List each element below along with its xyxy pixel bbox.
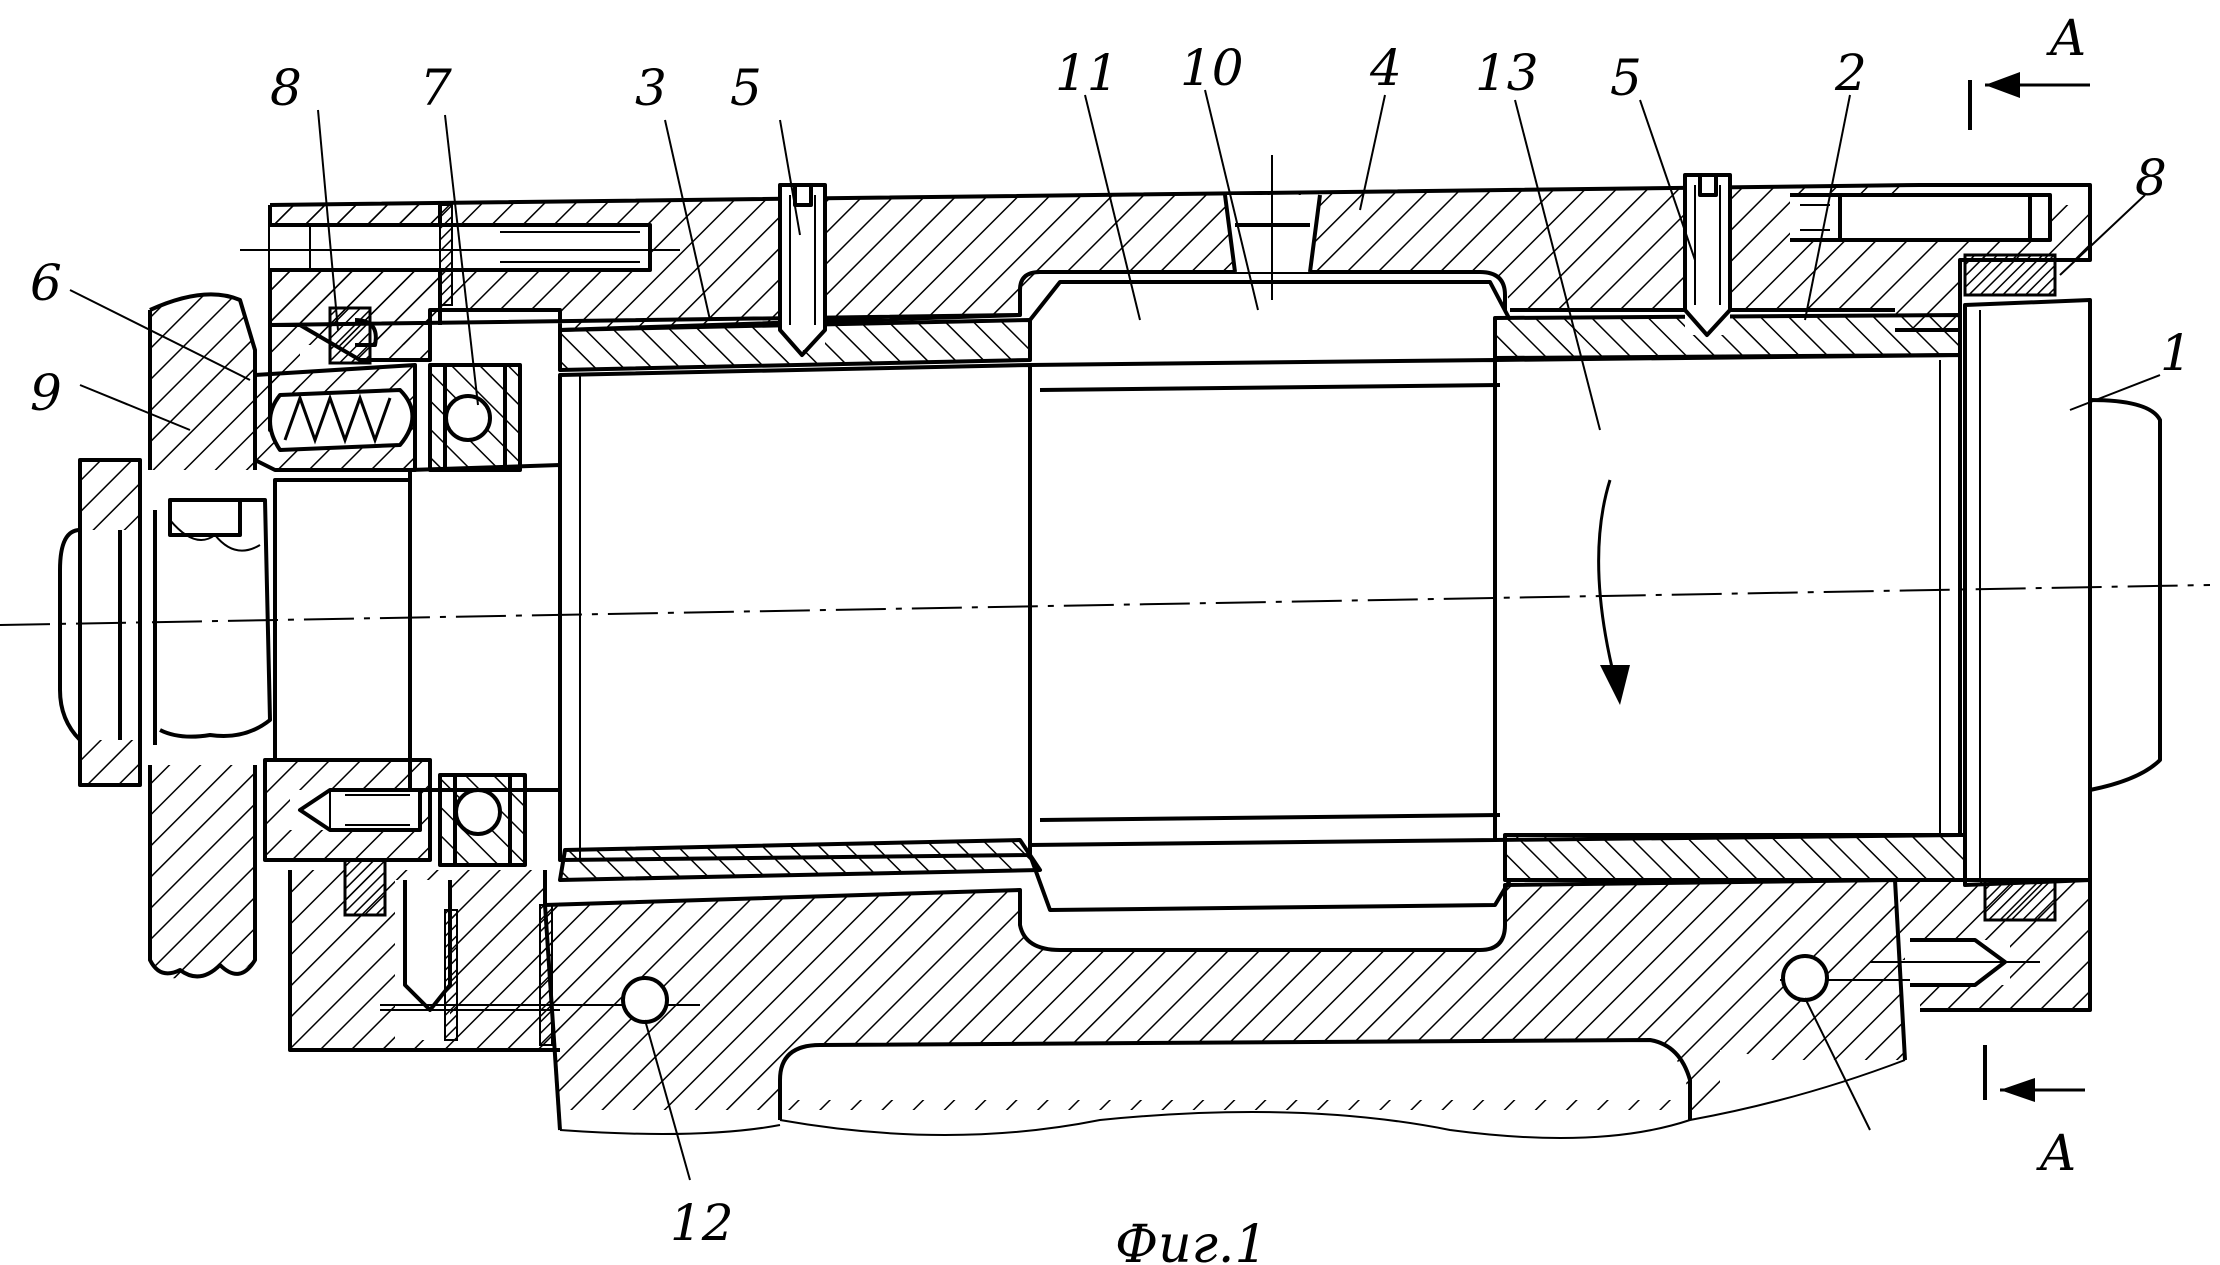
label-9: 9 bbox=[30, 364, 62, 422]
label-4: 4 bbox=[1369, 39, 1402, 97]
spring-holder-bottom bbox=[263, 758, 432, 862]
leader-lines bbox=[69, 89, 2161, 1181]
label-1: 1 bbox=[2160, 324, 2192, 382]
section-label-top: A bbox=[2046, 9, 2086, 67]
figure-caption: Фиг.1 bbox=[1115, 1215, 1268, 1265]
centre-axis bbox=[0, 584, 2211, 626]
spring-holder-top bbox=[253, 363, 417, 472]
label-13: 13 bbox=[1475, 44, 1539, 102]
right-cover-bottom bbox=[1870, 878, 2092, 1012]
label-8-left: 8 bbox=[270, 59, 302, 117]
rotation-arrow bbox=[1597, 479, 1630, 705]
label-7: 7 bbox=[420, 59, 452, 117]
label-3: 3 bbox=[635, 59, 667, 117]
shaft bbox=[273, 280, 2162, 912]
label-5-left: 5 bbox=[730, 59, 762, 117]
section-marker-top: A bbox=[1968, 9, 2090, 130]
shaft-end bbox=[58, 458, 272, 787]
oil-port bbox=[1223, 155, 1322, 300]
label-6: 6 bbox=[30, 254, 62, 312]
label-12: 12 bbox=[670, 1194, 734, 1252]
bushing-right-bottom bbox=[1503, 833, 1967, 882]
gear bbox=[148, 292, 257, 979]
label-10: 10 bbox=[1180, 39, 1244, 97]
bearing-top bbox=[428, 363, 522, 472]
section-label-bottom: A bbox=[2036, 1124, 2076, 1182]
right-cover-top bbox=[1790, 193, 2057, 297]
label-11: 11 bbox=[1055, 44, 1119, 102]
base bbox=[380, 878, 1910, 1139]
set-screw-left bbox=[778, 183, 827, 357]
label-2: 2 bbox=[1834, 44, 1867, 102]
label-8-right: 8 bbox=[2135, 149, 2167, 207]
label-5-right: 5 bbox=[1610, 49, 1642, 107]
bushing-left-bottom bbox=[558, 838, 1042, 882]
section-marker-bottom: A bbox=[1983, 1045, 2085, 1182]
left-cover-bottom bbox=[288, 858, 560, 1052]
set-screw-right bbox=[1683, 173, 1732, 337]
